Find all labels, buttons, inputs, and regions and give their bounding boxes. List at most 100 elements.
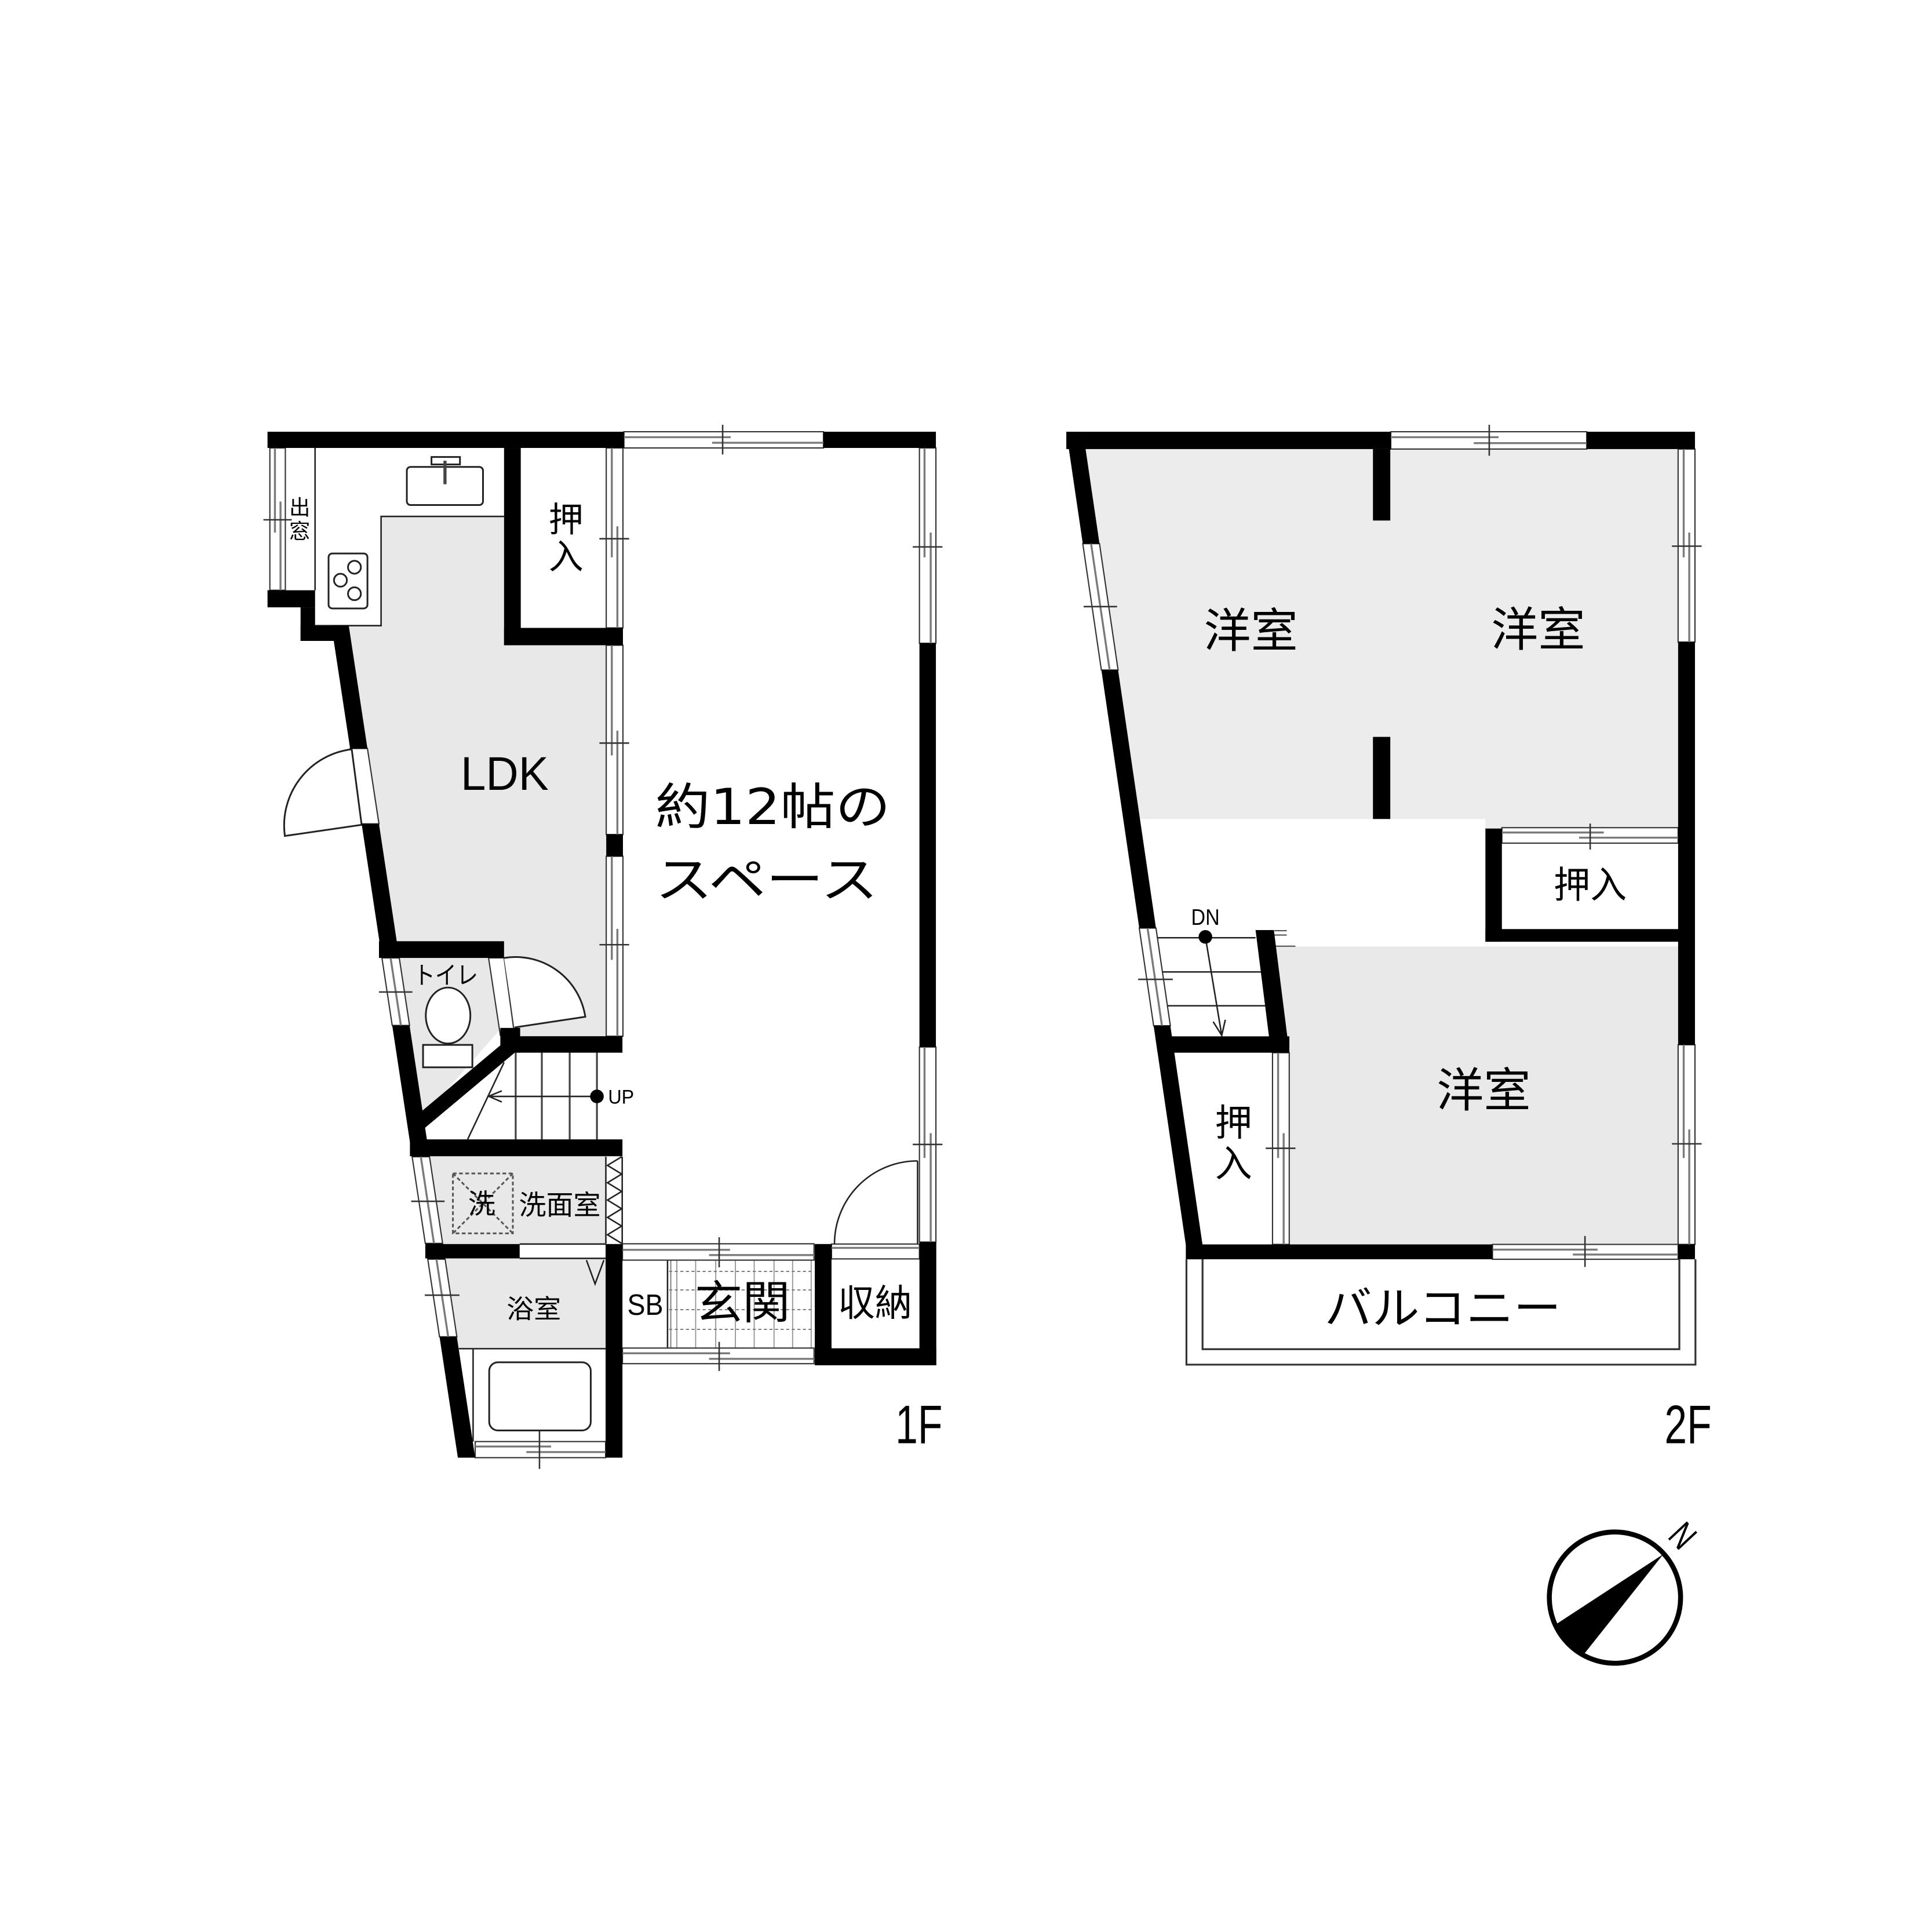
wall bbox=[425, 1244, 520, 1259]
labels-2f: 洋室 洋室 押入 DN 押 入 洋室 バルコニー 2F bbox=[1191, 603, 1712, 1455]
storage-label: 収納 bbox=[838, 1282, 912, 1325]
wall bbox=[267, 432, 624, 449]
down-start-dot-icon bbox=[1198, 930, 1212, 944]
open-space-label-line2: スペース bbox=[655, 852, 878, 909]
entrance-tiles bbox=[669, 1260, 814, 1348]
down-arrow-line bbox=[1204, 936, 1223, 1036]
wall bbox=[331, 625, 368, 749]
window-right-upper-1f bbox=[913, 447, 943, 644]
window-sash bbox=[435, 1259, 450, 1337]
bay-window-label: 出 bbox=[289, 495, 310, 520]
washer-diagonal bbox=[452, 1172, 514, 1234]
closet-west-label: 押 bbox=[1215, 1102, 1252, 1145]
walls-1f bbox=[267, 432, 936, 1458]
balcony-label: バルコニー bbox=[1325, 1283, 1561, 1335]
wall bbox=[919, 1242, 936, 1366]
window-sash bbox=[420, 1156, 435, 1244]
up-arrow-head-icon bbox=[487, 1090, 502, 1103]
stairs-2f bbox=[1157, 930, 1296, 1037]
floor-1f-label: 1F bbox=[895, 1394, 942, 1455]
wall bbox=[1066, 432, 1391, 449]
folding-door bbox=[605, 1156, 624, 1244]
wall bbox=[412, 1036, 522, 1131]
wall bbox=[1485, 929, 1679, 942]
down-arrow-head-icon bbox=[1212, 1019, 1226, 1037]
door-frame bbox=[606, 644, 624, 836]
labels-1f: 出 窓 押 入 LDK 約12帖の スペース トイレ UP 洗 洗面室 浴室 S… bbox=[289, 495, 942, 1455]
closet-label: 押 bbox=[549, 500, 584, 541]
washer-box bbox=[452, 1172, 514, 1234]
door-frame bbox=[606, 447, 624, 629]
wall bbox=[823, 432, 936, 449]
entrance-inner-sliding-door bbox=[622, 1237, 815, 1267]
wall bbox=[1101, 670, 1156, 928]
ldk-partition-upper bbox=[599, 644, 629, 836]
window-bath-bottom bbox=[474, 1430, 607, 1469]
wall bbox=[1066, 432, 1100, 544]
balcony bbox=[1185, 1259, 1697, 1366]
wall bbox=[378, 941, 504, 958]
stairs-up-label: UP bbox=[608, 1087, 634, 1109]
door-frame bbox=[830, 1243, 920, 1260]
wall bbox=[1678, 1244, 1695, 1260]
wall bbox=[410, 1139, 623, 1157]
bay-window-label: 窓 bbox=[289, 519, 310, 544]
toilet-tank-icon bbox=[422, 1044, 473, 1069]
entrance-front-sliding-door bbox=[622, 1342, 815, 1371]
western-rooms-upper-floor bbox=[1085, 449, 1678, 829]
wall bbox=[1485, 828, 1502, 942]
burner-icon bbox=[347, 586, 362, 602]
window-right-upper-2f bbox=[1672, 448, 1702, 643]
window-frame bbox=[474, 1441, 607, 1459]
washroom-floor bbox=[429, 1156, 606, 1244]
exterior-door-swing bbox=[283, 748, 363, 837]
stairs-down-label: DN bbox=[1191, 905, 1220, 930]
entrance-area bbox=[622, 1237, 815, 1371]
wall bbox=[606, 834, 624, 856]
closet-east-label: 押入 bbox=[1554, 864, 1627, 907]
burner-icon bbox=[347, 560, 362, 575]
window-right-lower-1f bbox=[913, 1046, 943, 1243]
entrance-label: 玄関 bbox=[695, 1276, 790, 1329]
toilet-door-swing bbox=[504, 956, 586, 1029]
western-room-nw-label: 洋室 bbox=[1204, 604, 1297, 659]
closet-label: 入 bbox=[549, 537, 584, 578]
walls-2f bbox=[1066, 432, 1695, 1260]
washroom-label: 洗面室 bbox=[519, 1190, 600, 1222]
wall bbox=[504, 628, 624, 646]
wall bbox=[1678, 641, 1695, 1045]
open-space-label-line1: 約12帖の bbox=[655, 779, 891, 836]
bathroom-label: 浴室 bbox=[506, 1293, 561, 1324]
bathroom-floor bbox=[445, 1258, 606, 1349]
folding-door-zigzag bbox=[606, 1156, 624, 1244]
wall bbox=[919, 643, 936, 1047]
wall bbox=[362, 823, 400, 958]
wall bbox=[1255, 930, 1290, 1053]
floor-1f: 出 窓 押 入 LDK 約12帖の スペース トイレ UP 洗 洗面室 浴室 S… bbox=[263, 425, 943, 1469]
floor-2f: 洋室 洋室 押入 DN 押 入 洋室 バルコニー 2F bbox=[1066, 425, 1712, 1455]
wall bbox=[1155, 1036, 1290, 1053]
closet-west-sliding-door bbox=[1266, 1052, 1296, 1245]
door-frame bbox=[622, 1243, 815, 1261]
storage-door-swing bbox=[833, 1160, 918, 1244]
door-frame bbox=[622, 1347, 815, 1365]
ldk-label: LDK bbox=[461, 748, 549, 800]
toilet-label: トイレ bbox=[414, 961, 478, 990]
window-frame bbox=[918, 447, 937, 644]
shoe-box-label: SB bbox=[627, 1288, 663, 1321]
compass-needle-icon bbox=[1555, 1554, 1664, 1655]
burner-icon bbox=[333, 573, 348, 588]
balcony-outer-edge bbox=[1185, 1259, 1697, 1366]
floor-2f-label: 2F bbox=[1664, 1394, 1711, 1455]
washer-diagonal bbox=[452, 1172, 514, 1234]
window-frame bbox=[623, 431, 825, 449]
storage-door-strip bbox=[830, 1243, 920, 1260]
wall bbox=[1153, 1026, 1205, 1260]
western-room-south-floor bbox=[1275, 946, 1678, 1245]
up-start-dot-icon bbox=[590, 1089, 604, 1103]
wall bbox=[1373, 449, 1391, 521]
window-top-1f bbox=[623, 425, 825, 455]
washer-space bbox=[452, 1172, 514, 1234]
ldk-floor bbox=[348, 516, 607, 1037]
